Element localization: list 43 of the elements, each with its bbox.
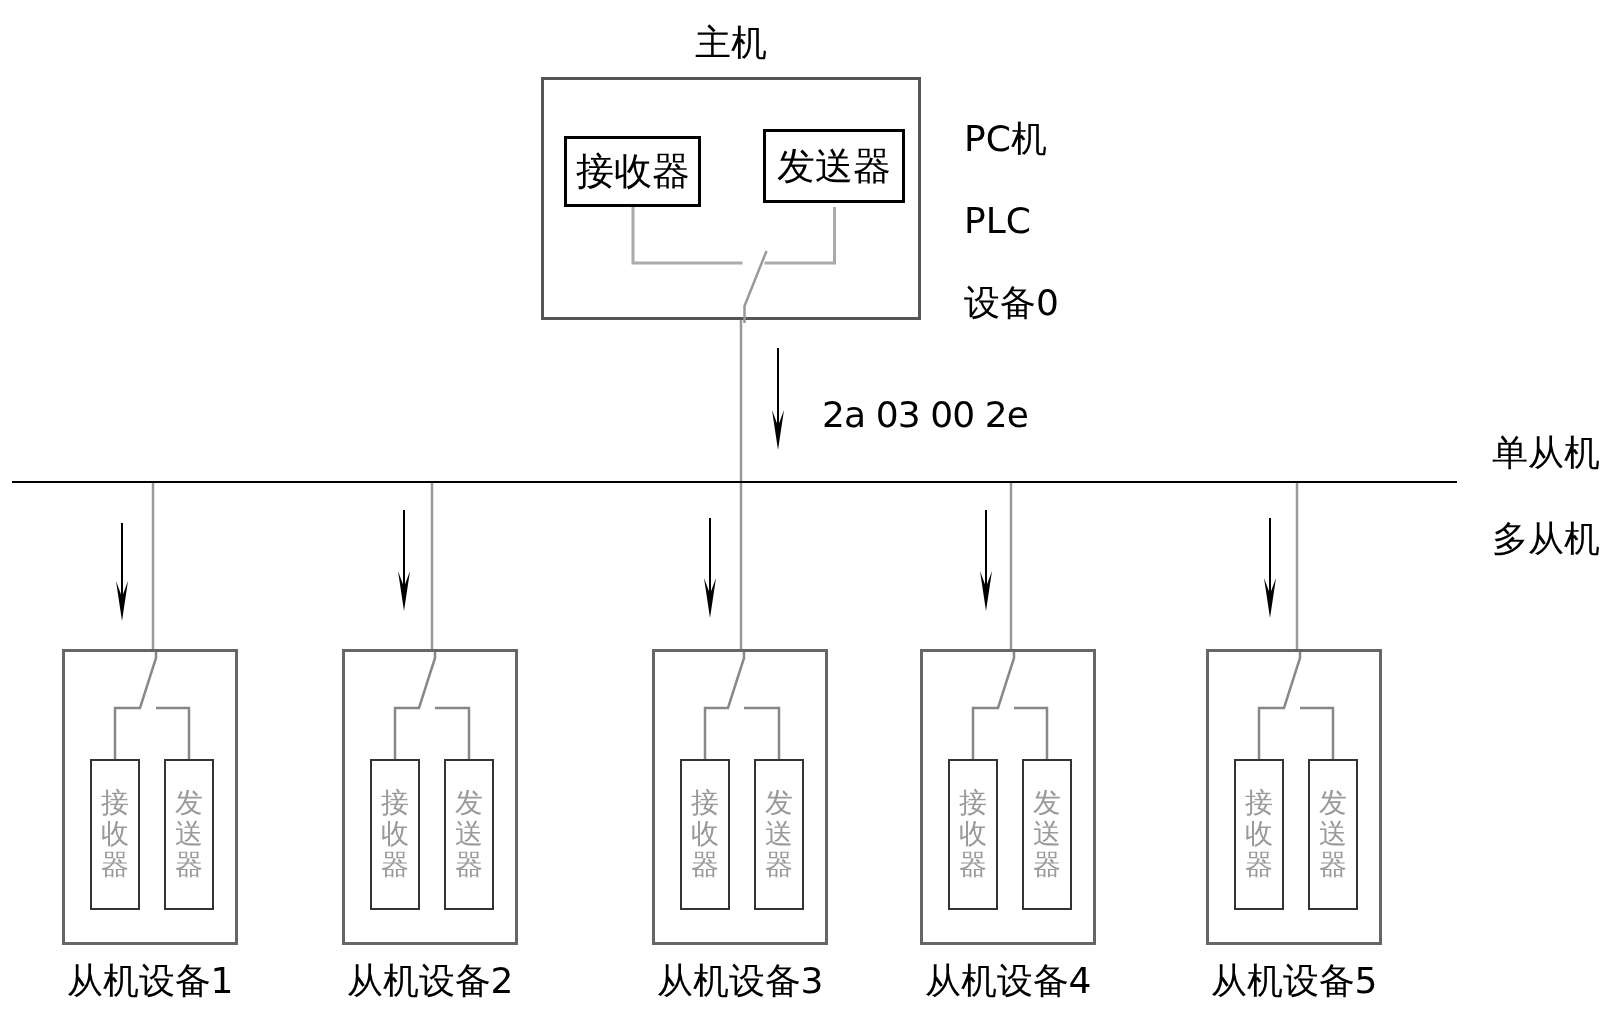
receiver-sender-box (90, 759, 140, 910)
connection-line (430, 482, 434, 649)
module-label: 接收器 (101, 788, 129, 881)
connection-line (1009, 482, 1013, 649)
module-box (564, 136, 701, 207)
module-label: 接收器 (1245, 788, 1273, 881)
mode-label: 单从机 (1492, 431, 1600, 475)
receiver-sender-box (948, 759, 998, 910)
device-caption: 从机设备5 (1210, 959, 1378, 1003)
receiver-sender-box (164, 759, 214, 910)
module-label: 接收器 (575, 148, 690, 195)
module-label: 发送器 (765, 788, 793, 881)
device-caption: 从机设备2 (346, 959, 514, 1003)
device-caption: 从机设备1 (66, 959, 234, 1003)
connection-line (739, 482, 743, 649)
module-label: 接收器 (691, 788, 719, 881)
module-label: 发送器 (1319, 788, 1347, 881)
receiver-sender-box (1234, 759, 1284, 910)
connection-line (739, 320, 743, 482)
device-type-label: 设备0 (964, 281, 1059, 325)
host-title: 主机 (695, 21, 767, 65)
device-caption: 从机设备4 (924, 959, 1092, 1003)
device-type-label: PC机 (964, 117, 1047, 161)
module-label: 发送器 (777, 142, 891, 190)
device-caption: 从机设备3 (656, 959, 824, 1003)
receiver-sender-box (754, 759, 804, 910)
module-box (763, 129, 905, 203)
receiver-sender-box (680, 759, 730, 910)
connection-line (1295, 482, 1299, 649)
module-label: 发送器 (1033, 788, 1061, 881)
module-label: 接收器 (959, 788, 987, 881)
bus-line (12, 481, 1457, 483)
receiver-sender-box (444, 759, 494, 910)
connection-line (151, 482, 155, 649)
module-label: 接收器 (381, 788, 409, 881)
receiver-sender-box (1308, 759, 1358, 910)
mode-label: 多从机 (1492, 517, 1600, 561)
module-label: 发送器 (175, 788, 203, 881)
device-type-label: PLC (964, 199, 1031, 243)
receiver-sender-box (1022, 759, 1072, 910)
frame-data-label: 2a 03 00 2e (822, 393, 1029, 437)
receiver-sender-box (370, 759, 420, 910)
module-label: 发送器 (455, 788, 483, 881)
